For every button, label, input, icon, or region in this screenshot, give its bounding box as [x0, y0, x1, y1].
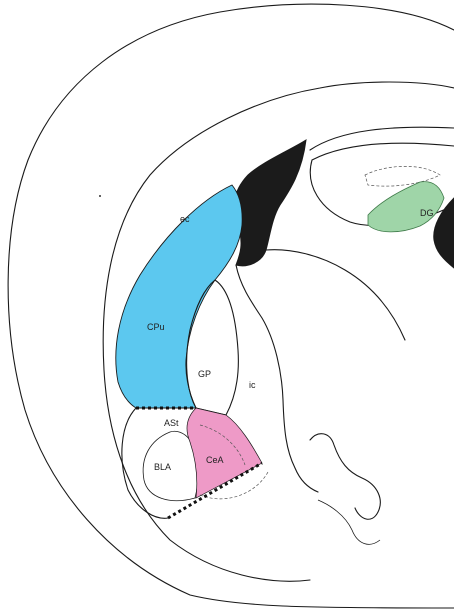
label-bla: BLA	[154, 462, 171, 472]
label-cea: CeA	[206, 455, 224, 465]
optic-tract-loop	[310, 434, 380, 520]
dentate-gyrus-region	[368, 182, 444, 232]
label-ast: ASt	[164, 418, 179, 428]
lateral-ventricle	[233, 140, 306, 266]
label-ec: ec	[180, 214, 190, 224]
label-ic: ic	[249, 380, 256, 390]
internal-capsule-inner	[266, 250, 405, 340]
ventral-loop	[318, 500, 380, 544]
label-dg: DG	[420, 208, 434, 218]
caudate-putamen-region	[116, 185, 242, 408]
corpus-callosum-lower	[312, 143, 454, 160]
label-gp: GP	[198, 369, 211, 379]
corpus-callosum-upper	[310, 127, 454, 150]
central-amygdala-region	[187, 408, 262, 498]
section-marker-dot	[99, 195, 101, 197]
label-cpu: CPu	[147, 322, 165, 332]
